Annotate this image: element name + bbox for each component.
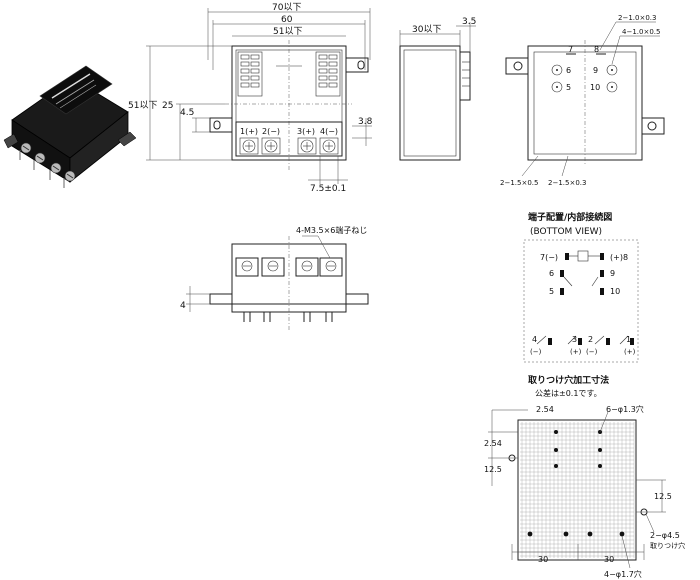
terminal-diagram-label-7: 7(−) [540, 253, 558, 262]
terminal-screws [20, 142, 76, 182]
terminal-label-4: 4(−) [320, 127, 338, 136]
dim-125-right: 12.5 [654, 492, 672, 501]
terminal-diagram-pol-1: (+) [624, 348, 636, 356]
screw-spec-label: 4-M3.5×6端子ねじ [296, 225, 367, 235]
terminal-label-3: 3(+) [297, 127, 315, 136]
mount-hole-note: 取りつけ穴 [650, 541, 685, 550]
dim-254-left: 2.54 [484, 439, 502, 448]
top-view-drawing: 70以下 60 51以下 [128, 3, 373, 194]
dim-holes-13: 6−φ1.3穴 [606, 404, 644, 414]
terminal-diagram-pol-4: (−) [530, 348, 542, 356]
dim-pitch-60: 60 [281, 15, 293, 25]
terminal-diagram-pol-3: (+) [570, 348, 582, 356]
terminal-diagram-label-9: 9 [610, 269, 615, 278]
dim-flange-4: 4 [180, 301, 186, 311]
dim-pin-small-a: 2−1.5×0.5 [500, 179, 538, 187]
dim-254-top: 2.54 [536, 405, 554, 414]
dim-flange: 3.5 [462, 17, 476, 27]
terminal-diagram-label-2: 2 [588, 335, 593, 344]
pin-number-7: 7 [568, 45, 573, 54]
bottom-pins: 7 8 6 9 5 10 [551, 45, 618, 93]
terminal-label-1: 1(+) [240, 127, 258, 136]
terminal-diagram-pol-2: (−) [586, 348, 598, 356]
pin-number-5: 5 [566, 83, 571, 92]
bottom-view-drawing: 7 8 6 9 5 10 2−1.0×0.3 4−1.0×0.5 2−1.5×0… [500, 14, 665, 187]
relay-product-illustration [3, 65, 137, 188]
pin-number-6: 6 [566, 66, 571, 75]
dim-30-a: 30 [538, 555, 548, 564]
mounting-title: 取りつけ穴加工寸法 [528, 374, 609, 386]
dim-terminal-offset: 3.8 [358, 117, 373, 127]
terminal-label-2: 2(−) [262, 127, 280, 136]
dim-body-width: 51以下 [273, 27, 302, 37]
terminal-block: 1(+) 2(−) 3(+) 4(−) [235, 121, 343, 157]
terminal-diagram-label-5: 5 [549, 287, 554, 296]
dim-pin-large: 2−1.0×0.3 [618, 14, 656, 22]
pin-number-8: 8 [594, 45, 599, 54]
grid-lines [520, 422, 635, 558]
dim-depth: 30以下 [412, 25, 441, 35]
dim-tab-offset: 4.5 [180, 108, 194, 118]
terminal-diagram-subtitle: (BOTTOM VIEW) [530, 227, 602, 237]
terminal-diagram-label-10: 10 [610, 287, 620, 296]
terminal-diagram-label-3: 3 [572, 335, 577, 344]
dim-mount-hole: 2−φ4.5 [650, 531, 680, 540]
dim-half-height: 25 [162, 101, 173, 111]
side-view-drawing: 30以下 3.5 [399, 17, 476, 161]
pin-number-10: 10 [590, 83, 600, 92]
dim-pin-flat: 4−1.0×0.5 [622, 28, 660, 36]
dim-terminal-pitch: 7.5±0.1 [310, 184, 346, 194]
terminal-diagram-label-8: (+)8 [610, 253, 628, 262]
pin-number-9: 9 [593, 66, 598, 75]
mounting-tolerance: 公差は±0.1です。 [535, 388, 602, 398]
terminal-diagram-label-4: 4 [532, 335, 537, 344]
mounting-hole-layout: 取りつけ穴加工寸法 公差は±0.1です。 2.54 6−φ1.3穴 2.54 1… [484, 374, 685, 579]
terminal-diagram-label-6: 6 [549, 269, 554, 278]
dim-holes-17: 4−φ1.7穴 [604, 569, 642, 579]
vent-slots [237, 51, 341, 97]
front-view-drawing: 4-M3.5×6端子ねじ 4 [180, 225, 369, 330]
terminal-diagram-title: 端子配置/内部接続図 [528, 211, 612, 223]
dim-125-left: 12.5 [484, 465, 502, 474]
dim-overall-width: 70以下 [272, 3, 301, 13]
dim-pin-small-b: 2−1.5×0.3 [548, 179, 586, 187]
terminal-wiring-diagram: 端子配置/内部接続図 (BOTTOM VIEW) 7(−) (+)8 6 9 5… [523, 211, 639, 363]
terminal-diagram-label-1: 1 [626, 335, 631, 344]
dim-30-b: 30 [604, 555, 614, 564]
dim-height: 51以下 [128, 101, 157, 111]
